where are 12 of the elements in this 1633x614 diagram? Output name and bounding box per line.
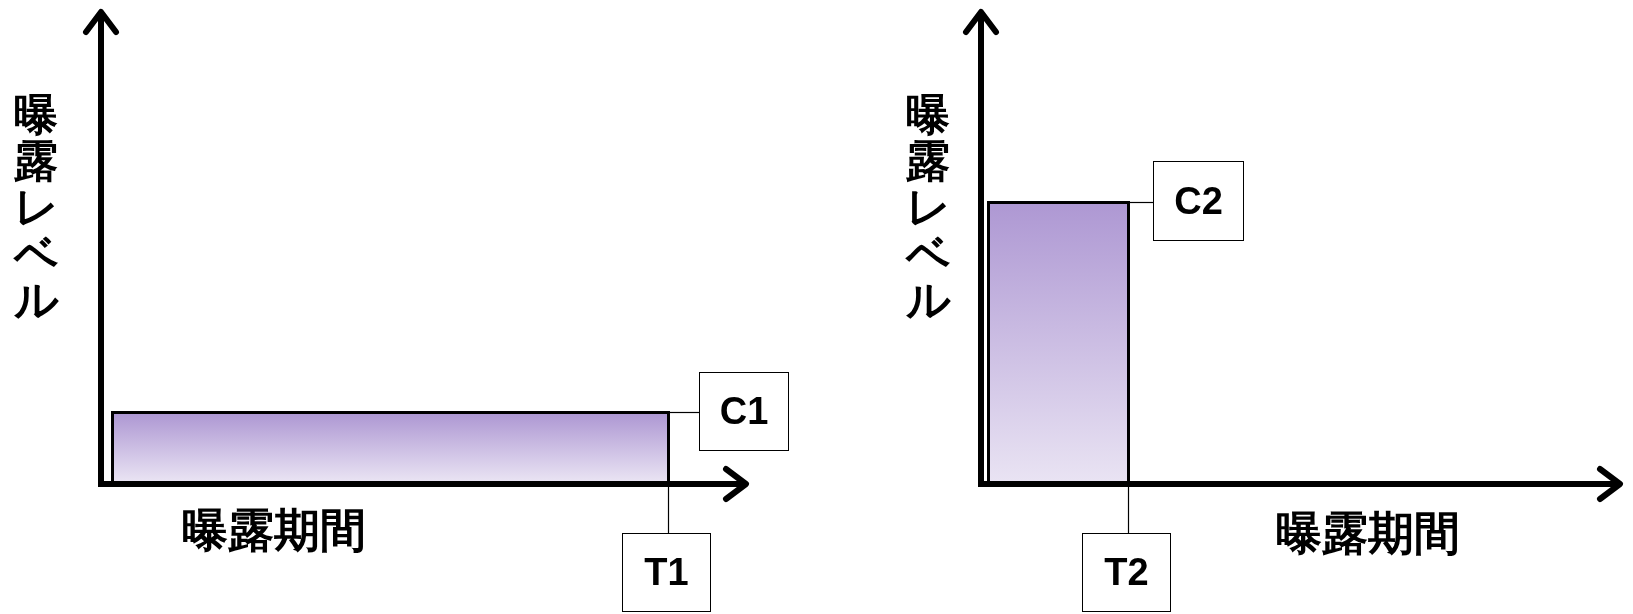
callout-box: T2 <box>1082 533 1171 612</box>
exposure-bar <box>111 411 670 484</box>
callout-box: C1 <box>699 372 789 451</box>
axis-label: 曝露レベル <box>906 92 950 323</box>
exposure-bar <box>987 201 1130 484</box>
leader-line <box>669 411 700 414</box>
axis-label: 曝露レベル <box>14 92 58 323</box>
callout-box: C2 <box>1153 161 1244 241</box>
axis-label: 曝露期間 <box>182 507 366 553</box>
callout-box: T1 <box>622 533 711 612</box>
leader-line <box>1129 201 1154 204</box>
axis-label: 曝露期間 <box>1276 510 1460 556</box>
